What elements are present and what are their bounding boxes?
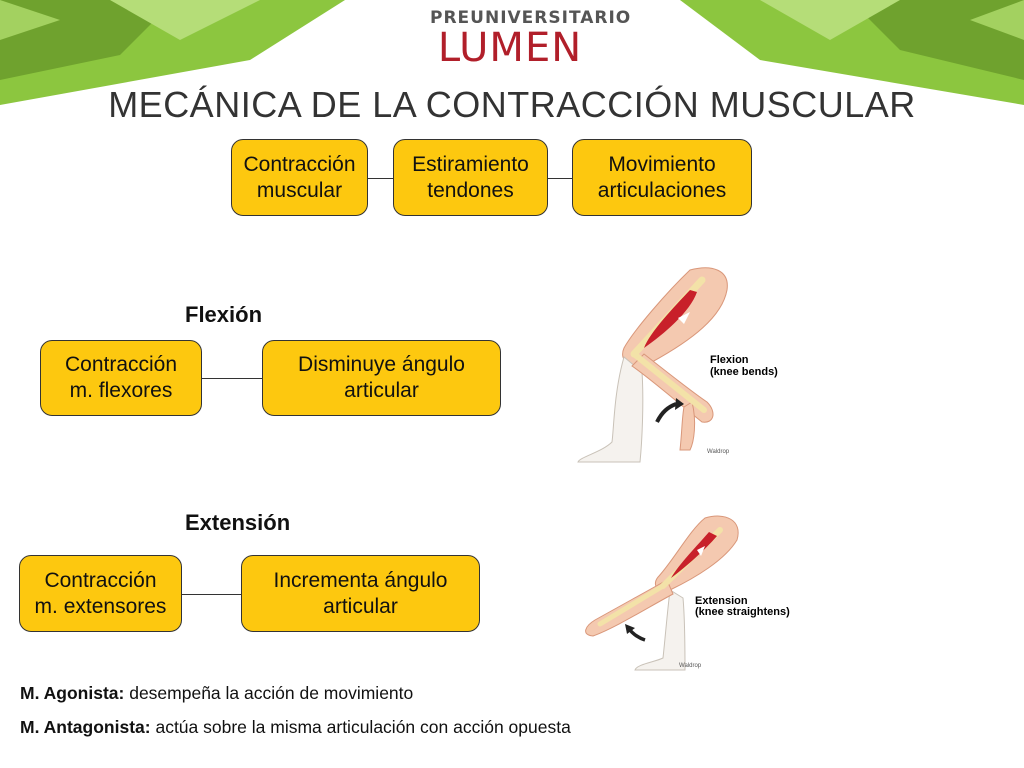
definition-term: M. Antagonista: — [20, 717, 151, 737]
flexion-heading: Flexión — [185, 302, 263, 327]
definition-text: desempeña la acción de movimiento — [124, 683, 414, 703]
flow-box-contraccion: Contracción muscular — [231, 139, 368, 216]
flexion-box-angulo: Disminuye ángulo articular — [262, 340, 501, 416]
extension-connector — [182, 594, 241, 595]
flow-box-estiramiento: Estiramiento tendones — [393, 139, 548, 216]
extension-box-contraccion: Contracción m. extensores — [19, 555, 182, 632]
definition-text: actúa sobre la misma articulación con ac… — [150, 717, 571, 737]
flexion-box-contraccion: Contracción m. flexores — [40, 340, 202, 416]
flexion-leg-illustration: Flexion (knee bends) Waldrop — [577, 267, 778, 463]
extension-image-label: Extension — [695, 595, 748, 607]
extension-image-sublabel: (knee straightens) — [695, 606, 790, 618]
definition-antagonista: M. Antagonista: actúa sobre la misma art… — [20, 717, 571, 738]
flow-box-movimiento: Movimiento articulaciones — [572, 139, 752, 216]
definition-term: M. Agonista: — [20, 683, 125, 703]
extension-image-credit: Waldrop — [679, 663, 702, 669]
flexion-image-credit: Waldrop — [707, 449, 730, 455]
flexion-image-sublabel: (knee bends) — [710, 366, 778, 378]
page-title: MECÁNICA DE LA CONTRACCIÓN MUSCULAR — [108, 84, 916, 125]
header-banner-decoration — [0, 0, 1024, 105]
logo-lumen: LUMEN — [437, 25, 583, 71]
extension-box-angulo: Incrementa ángulo articular — [241, 555, 480, 632]
definition-agonista: M. Agonista: desempeña la acción de movi… — [20, 683, 413, 704]
extension-heading: Extensión — [185, 510, 291, 535]
extension-leg-illustration: Extension (knee straightens) Waldrop — [585, 515, 790, 671]
flexion-image-label: Flexion — [710, 354, 749, 366]
flexion-connector — [202, 378, 262, 379]
flow-connector — [368, 178, 393, 179]
flow-connector — [548, 178, 572, 179]
logo-subtitle: PREUNIVERSITARIO — [430, 8, 632, 28]
